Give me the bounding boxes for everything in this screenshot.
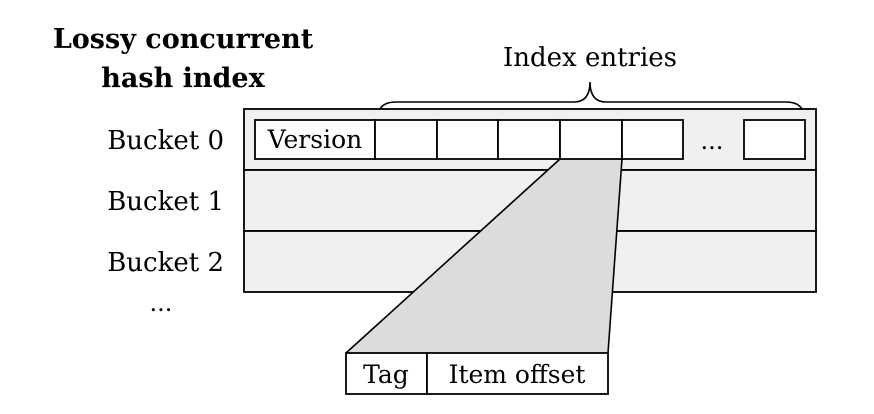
item-offset-cell bbox=[426, 352, 609, 395]
index-entries-brace bbox=[377, 81, 805, 119]
index-entry-cell-last bbox=[743, 119, 806, 160]
diagram-title-line2: hash index bbox=[101, 63, 265, 94]
projection-left-edge bbox=[345, 158, 561, 354]
index-entry-cell bbox=[436, 119, 499, 160]
bucket-label-2: Bucket 2 bbox=[107, 248, 224, 278]
more-buckets-ellipsis: ... bbox=[150, 289, 173, 317]
entry-projection bbox=[346, 159, 622, 353]
bucket-label-0: Bucket 0 bbox=[107, 126, 224, 156]
version-label: Version bbox=[267, 125, 362, 154]
bucket-label-1: Bucket 1 bbox=[107, 187, 224, 217]
item-offset-label: Item offset bbox=[449, 360, 586, 389]
index-entry-cell-highlighted bbox=[559, 119, 623, 160]
index-entry-cell bbox=[497, 119, 561, 160]
index-entry-cell bbox=[621, 119, 684, 160]
index-entry-cell bbox=[374, 119, 438, 160]
diagram-title-line1: Lossy concurrent bbox=[53, 24, 314, 55]
index-entry-cells bbox=[374, 119, 806, 160]
projection-right-edge bbox=[607, 158, 623, 354]
tag-label: Tag bbox=[363, 360, 409, 389]
version-cell bbox=[254, 119, 376, 160]
entries-ellipsis: ... bbox=[701, 127, 724, 155]
index-entries-label: Index entries bbox=[503, 43, 677, 73]
tag-cell bbox=[345, 352, 428, 395]
